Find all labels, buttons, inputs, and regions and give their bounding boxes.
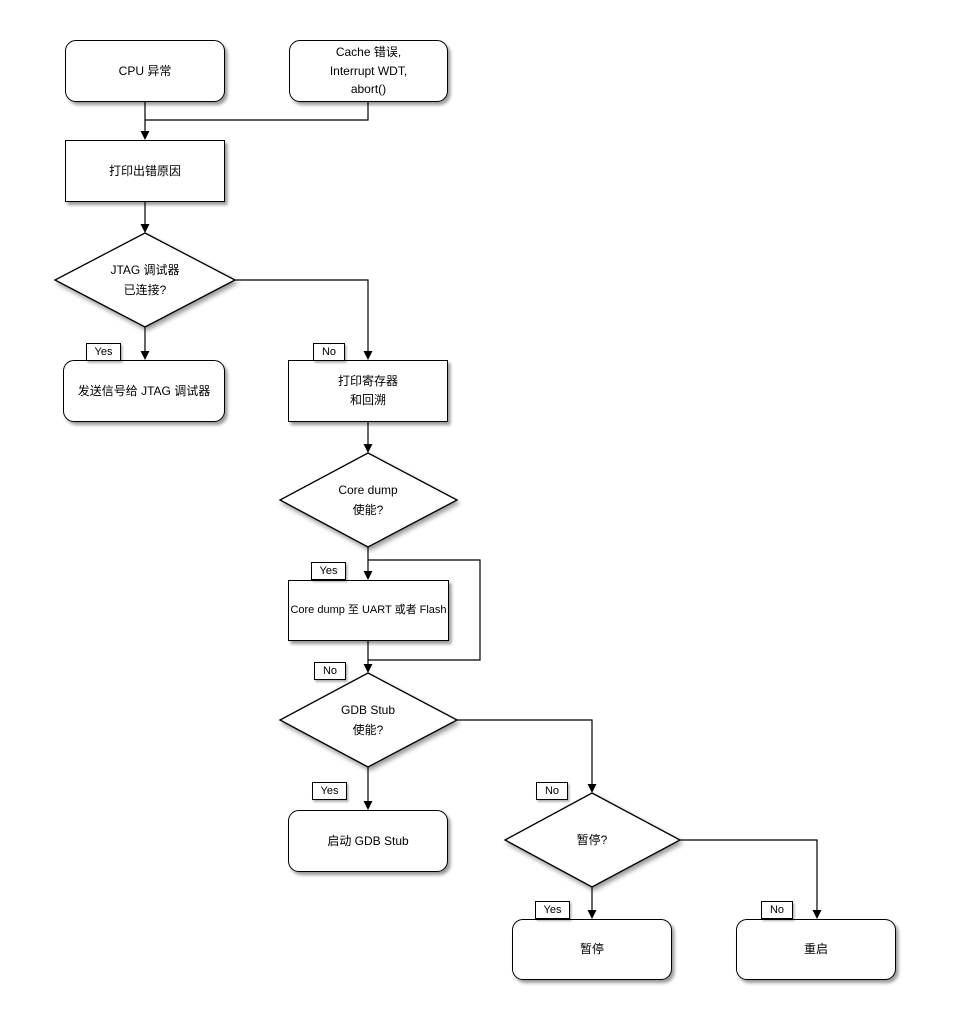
- no-text: No: [322, 665, 338, 677]
- arrow-into-reboot-box: [812, 910, 822, 919]
- edge-label-halt-yes: Yes: [535, 901, 570, 919]
- arrow-into-gdbstub-diamond: [363, 664, 373, 673]
- node-cache-error-label: Cache 错误, Interrupt WDT, abort(): [330, 43, 407, 99]
- node-print-registers-label: 打印寄存器 和回溯: [338, 372, 398, 409]
- node-core-dump-to-uart-flash-label: Core dump 至 UART 或者 Flash: [290, 603, 447, 616]
- edge-label-gdbstub-yes: Yes: [312, 782, 347, 800]
- node-print-reason-label: 打印出错原因: [108, 163, 181, 178]
- node-send-signal-jtag-label: 发送信号给 JTAG 调试器: [77, 383, 211, 398]
- node-cache-error: Cache 错误, Interrupt WDT, abort(): [289, 40, 448, 102]
- edge-label-gdbstub-no: No: [536, 782, 568, 800]
- yes-text: Yes: [319, 565, 338, 577]
- diamond-core-dump-enabled: [278, 452, 459, 548]
- arrow-into-start-gdbstub: [363, 801, 373, 810]
- diamond-halt-question: [503, 792, 682, 888]
- arrow-into-send-signal: [140, 351, 150, 360]
- edge-gdbstub-no: [457, 719, 593, 784]
- arrow-into-coredump-diamond: [363, 444, 373, 453]
- node-print-registers: 打印寄存器 和回溯: [288, 360, 448, 422]
- node-send-signal-jtag: 发送信号给 JTAG 调试器: [63, 360, 225, 422]
- node-halt-label: 暂停: [579, 942, 604, 957]
- no-text: No: [544, 785, 560, 797]
- edge-label-jtag-no: No: [313, 343, 345, 361]
- no-text: No: [769, 904, 785, 916]
- edge-coredump-no-bypass: [368, 559, 481, 661]
- node-halt: 暂停: [512, 919, 672, 980]
- arrow-into-coredump-uart: [363, 571, 373, 580]
- cache-error-line2: Interrupt WDT,: [329, 63, 408, 78]
- node-cpu-exception-label: CPU 异常: [118, 63, 172, 78]
- diamond-jtag-connected: [53, 232, 237, 328]
- cache-error-line3: abort(): [350, 82, 387, 97]
- arrow-into-print-reason: [140, 131, 150, 140]
- edge-label-jtag-yes: Yes: [86, 343, 121, 361]
- arrow-into-print-registers: [363, 351, 373, 360]
- arrow-into-halt-diamond: [587, 784, 597, 793]
- yes-text: Yes: [543, 904, 562, 916]
- arrowheads: [140, 131, 822, 919]
- arrow-into-halt-box: [587, 910, 597, 919]
- cache-error-line1: Cache 错误,: [335, 45, 402, 60]
- node-cpu-exception: CPU 异常: [65, 40, 225, 102]
- node-reboot: 重启: [736, 919, 896, 980]
- arrow-into-jtag-diamond: [140, 224, 150, 233]
- node-core-dump-to-uart-flash: Core dump 至 UART 或者 Flash: [288, 580, 449, 641]
- yes-text: Yes: [320, 785, 339, 797]
- edge-label-halt-no: No: [761, 901, 793, 919]
- edge-label-coredump-yes: Yes: [311, 562, 346, 580]
- no-text: No: [321, 346, 337, 358]
- node-reboot-label: 重启: [803, 942, 828, 957]
- print-registers-line1: 打印寄存器: [337, 374, 398, 389]
- edge-cache-merge: [145, 102, 369, 121]
- yes-text: Yes: [94, 346, 113, 358]
- print-registers-line2: 和回溯: [349, 393, 386, 407]
- node-start-gdb-stub: 启动 GDB Stub: [288, 810, 448, 872]
- node-start-gdb-stub-label: 启动 GDB Stub: [327, 833, 409, 848]
- node-print-reason: 打印出错原因: [65, 140, 225, 202]
- edge-jtag-no: [235, 279, 369, 351]
- edge-label-coredump-no: No: [314, 662, 346, 680]
- edge-halt-no: [680, 839, 818, 910]
- diamond-gdb-stub-enabled: [278, 672, 459, 768]
